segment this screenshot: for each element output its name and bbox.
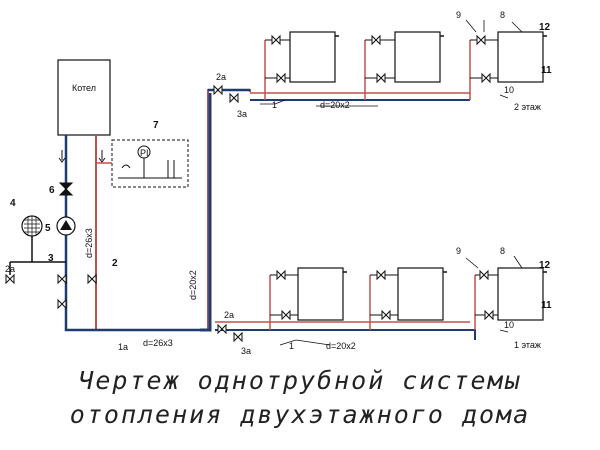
callout-11-bottom: 11 — [541, 300, 552, 311]
boiler — [57, 59, 111, 136]
safety-group-box — [111, 139, 189, 188]
callout-3a-top: 3a — [237, 109, 247, 119]
diagram-canvas: Котел — [5, 10, 552, 356]
tank-line — [9, 236, 66, 275]
callout-1-bottom: 1 — [289, 341, 294, 351]
pipe-main-label: d=26x3 — [143, 338, 173, 348]
return-pipe — [64, 135, 200, 332]
radiator-f1-1 — [297, 267, 344, 321]
valve-6 — [58, 182, 74, 196]
callout-2a-top: 2a — [216, 72, 226, 82]
valves — [5, 34, 494, 343]
callout-1-top: 1 — [272, 100, 277, 110]
callout-12-top: 12 — [539, 22, 551, 33]
riser-label: d=20x2 — [188, 270, 198, 300]
radiator-f2-1 — [289, 31, 336, 83]
riser-pipe — [200, 93, 212, 332]
callout-10-top: 10 — [504, 85, 514, 95]
pipe-vertical-label: d=26x3 — [84, 228, 94, 258]
flow-arrow-heads — [58, 157, 106, 163]
floor1-return — [215, 329, 476, 340]
callout-5: 5 — [45, 223, 51, 234]
callout-8-top: 8 — [500, 10, 505, 20]
supply-pipe — [95, 89, 251, 331]
callout-3: 3 — [48, 253, 54, 264]
tank-grid — [24, 216, 40, 236]
floor-second: 2 этаж — [514, 102, 541, 112]
callout-4: 4 — [10, 198, 16, 209]
floor2-pipe-label: d=20x2 — [320, 100, 350, 110]
caption-line-2: отопления двухэтажного дома — [69, 400, 531, 429]
floor1-branches — [269, 275, 476, 330]
leader-lines — [260, 19, 523, 346]
callout-3a-bottom: 3a — [241, 346, 251, 356]
callout-6: 6 — [49, 185, 55, 196]
floor2-branches — [264, 40, 471, 100]
callout-9-bottom: 9 — [456, 246, 461, 256]
gauge-label: PI — [140, 148, 149, 158]
radiator-f1-3 — [497, 267, 544, 321]
caption-line-1: Чертеж однотрубной системы — [78, 366, 522, 395]
callout-2a-bottom: 2a — [224, 310, 234, 320]
callout-10-bottom: 10 — [504, 320, 514, 330]
safety-group-parts — [118, 158, 182, 179]
callout-7: 7 — [153, 120, 159, 131]
pipe-main-left-label: 1a — [118, 342, 128, 352]
callout-8-bottom: 8 — [500, 246, 505, 256]
boiler-label: Котел — [72, 83, 96, 93]
radiator-f2-2 — [394, 31, 441, 83]
air-vents — [335, 35, 547, 273]
callout-12-bottom: 12 — [539, 260, 551, 271]
callout-2a-left: 2a — [5, 264, 15, 274]
pump-arrow — [60, 220, 72, 230]
callout-2: 2 — [112, 258, 118, 269]
radiator-f1-2 — [397, 267, 444, 321]
callout-9-top: 9 — [456, 10, 461, 20]
radiator-f2-3 — [497, 31, 544, 83]
flow-arrows — [61, 150, 103, 160]
floor-first: 1 этаж — [514, 340, 541, 350]
callout-11-top: 11 — [541, 65, 552, 76]
floor1-pipe-label: d=20x2 — [326, 341, 356, 351]
